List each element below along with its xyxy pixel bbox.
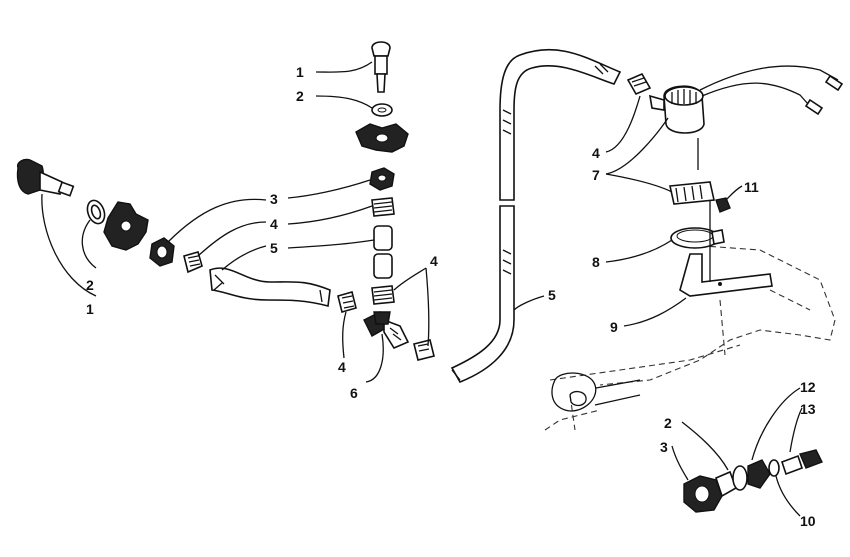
callout-4-pump: 4 <box>592 145 600 161</box>
callout-2-left: 2 <box>86 277 94 293</box>
frame-outline <box>544 244 836 431</box>
bottom-right-switch <box>683 449 823 513</box>
callout-labels: 1 2 3 4 5 4 4 6 2 1 5 4 7 8 9 11 2 3 12 … <box>86 64 816 529</box>
callout-1-left: 1 <box>86 301 94 317</box>
callout-4-center: 4 <box>430 253 438 269</box>
callout-5-right: 5 <box>548 287 556 303</box>
long-hose <box>450 48 652 384</box>
callout-2-top: 2 <box>296 88 304 104</box>
center-stack <box>355 41 409 325</box>
callout-11: 11 <box>744 179 759 195</box>
callout-9: 9 <box>610 319 618 335</box>
callout-4-low: 4 <box>338 359 346 375</box>
callout-12: 12 <box>800 379 816 395</box>
callout-5-left: 5 <box>270 240 278 256</box>
callout-13: 13 <box>800 401 816 417</box>
fuel-pump <box>649 65 844 297</box>
callout-10: 10 <box>800 513 816 529</box>
callout-4-left: 4 <box>270 216 278 232</box>
callout-3: 3 <box>270 191 278 207</box>
callout-7: 7 <box>592 167 600 183</box>
left-knob-assembly <box>16 158 203 274</box>
callout-2-br: 2 <box>664 415 672 431</box>
callout-1-top: 1 <box>296 64 304 80</box>
callout-8: 8 <box>592 254 600 270</box>
callout-3-br: 3 <box>660 439 668 455</box>
callout-6: 6 <box>350 385 358 401</box>
left-hose <box>209 267 435 361</box>
leader-lines <box>41 61 803 517</box>
